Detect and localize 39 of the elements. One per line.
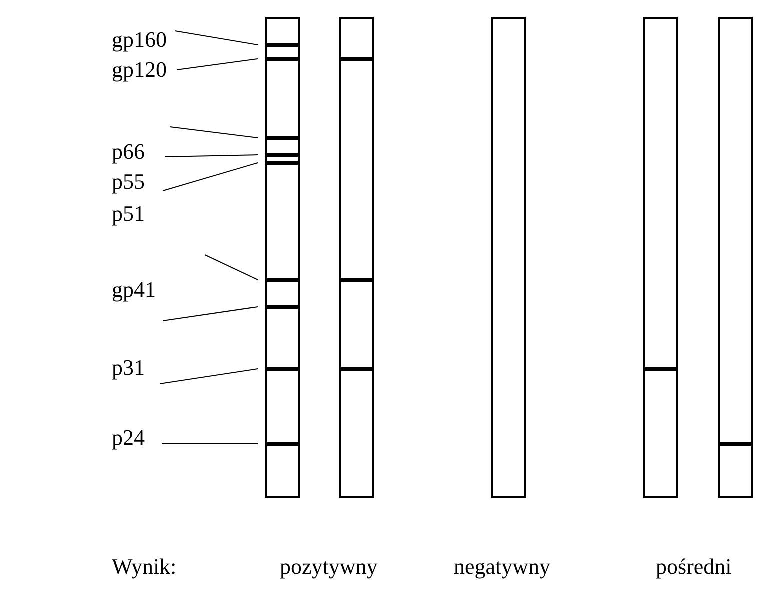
strip-band — [267, 153, 298, 157]
leader-line — [162, 306, 258, 322]
strip-band — [267, 43, 298, 47]
strip-band — [341, 278, 372, 282]
result-value: pozytywny — [280, 554, 378, 580]
strip-band — [645, 367, 676, 371]
protein-label: gp41 — [112, 277, 156, 303]
protein-label: p55 — [112, 169, 145, 195]
strip-band — [267, 278, 298, 282]
result-label: Wynik: — [112, 554, 177, 580]
leader-line — [204, 254, 258, 280]
strip-band — [267, 305, 298, 309]
result-value: negatywny — [454, 554, 551, 580]
result-value: pośredni — [656, 554, 732, 580]
test-strip — [491, 17, 526, 498]
leader-line — [162, 162, 258, 192]
strip-band — [267, 442, 298, 446]
leader-line — [170, 126, 258, 138]
protein-label: p31 — [112, 355, 145, 381]
leader-line — [164, 154, 258, 158]
test-strip — [339, 17, 374, 498]
leader-line — [176, 58, 258, 70]
test-strip — [718, 17, 753, 498]
test-strip — [643, 17, 678, 498]
protein-label: gp160 — [112, 27, 167, 53]
strip-band — [341, 367, 372, 371]
strip-band — [267, 367, 298, 371]
leader-line — [174, 30, 258, 46]
strip-band — [720, 442, 751, 446]
protein-label: p66 — [112, 139, 145, 165]
strip-band — [267, 161, 298, 165]
leader-line — [160, 368, 258, 384]
strip-band — [267, 57, 298, 61]
protein-label: p51 — [112, 201, 145, 227]
strip-band — [341, 57, 372, 61]
strip-band — [267, 136, 298, 140]
protein-label: p24 — [112, 425, 145, 451]
test-strip — [265, 17, 300, 498]
protein-label: gp120 — [112, 57, 167, 83]
